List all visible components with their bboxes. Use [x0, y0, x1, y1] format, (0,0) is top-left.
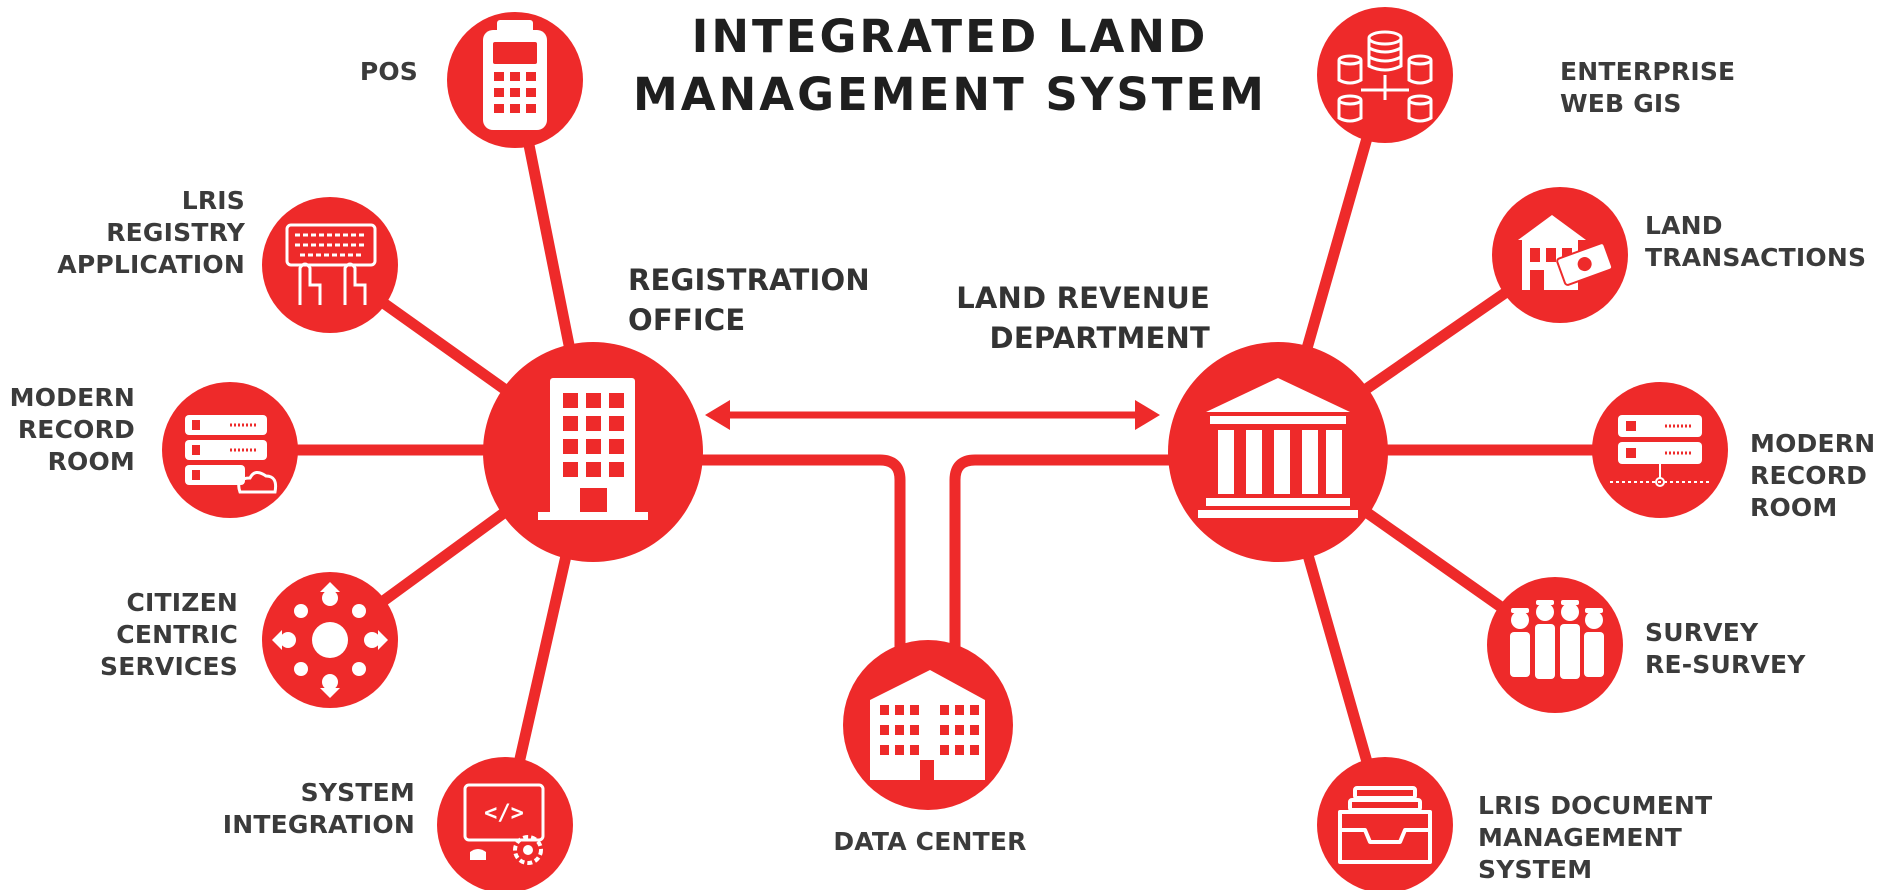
citizen-services-node[interactable] [262, 572, 398, 708]
citizen-services-label: CITIZEN CENTRIC SERVICES [99, 588, 238, 681]
svg-text:</>: </> [484, 801, 524, 826]
people-circle-icon [272, 582, 388, 698]
modern-record-room-left-node[interactable] [162, 382, 298, 518]
pos-label: POS [359, 57, 418, 86]
survey-node[interactable] [1487, 577, 1623, 713]
government-building-icon [1198, 378, 1358, 518]
system-integration-node[interactable]: </> [437, 757, 573, 890]
land-transactions-node[interactable] [1492, 187, 1628, 323]
lris-dms-node[interactable] [1317, 757, 1453, 890]
land-transactions-label: LAND TRANSACTIONS [1645, 211, 1867, 272]
page-title: INTEGRATED LAND MANAGEMENT SYSTEM [633, 10, 1267, 121]
registration-office-label: REGISTRATION OFFICE [628, 263, 870, 337]
survey-label: SURVEY RE-SURVEY [1645, 618, 1806, 679]
lris-registry-node[interactable] [262, 197, 398, 333]
lris-registry-label: LRIS REGISTRY APPLICATION [57, 186, 245, 279]
enterprise-gis-node[interactable] [1317, 7, 1453, 143]
server-network-icon [1610, 415, 1710, 487]
code-monitor-gear-icon: </> [463, 783, 545, 865]
server-cloud-icon [185, 415, 278, 494]
keyboard-typing-icon [285, 223, 377, 305]
link-revenue-datacenter [949, 454, 1181, 656]
pos-node[interactable] [447, 12, 583, 148]
datacenter-links [684, 454, 1181, 656]
lris-dms-label: LRIS DOCUMENT MANAGEMENT SYSTEM [1478, 791, 1713, 884]
database-network-icon [1337, 30, 1433, 123]
registration-office-hub[interactable] [483, 342, 703, 562]
system-integration-label: SYSTEM INTEGRATION [222, 778, 415, 839]
file-drawer-icon [1338, 786, 1432, 864]
office-complex-icon [870, 670, 985, 780]
building-icon [538, 378, 648, 520]
modern-record-room-right-label: MODERN RECORD ROOM [1750, 429, 1876, 522]
house-money-icon [1518, 215, 1614, 290]
hub-arrow [705, 400, 1160, 430]
pos-terminal-icon [483, 20, 547, 130]
land-revenue-department-label: LAND REVENUE DEPARTMENT [956, 281, 1210, 355]
surveyors-icon [1510, 600, 1604, 679]
data-center-label: DATA CENTER [833, 827, 1027, 856]
modern-record-room-right-node[interactable] [1592, 382, 1728, 518]
enterprise-gis-label: ENTERPRISE WEB GIS [1560, 57, 1736, 118]
link-registration-datacenter [684, 454, 906, 656]
land-revenue-department-hub[interactable] [1168, 342, 1388, 562]
modern-record-room-left-label: MODERN RECORD ROOM [9, 383, 135, 476]
data-center-hub[interactable] [843, 640, 1013, 810]
